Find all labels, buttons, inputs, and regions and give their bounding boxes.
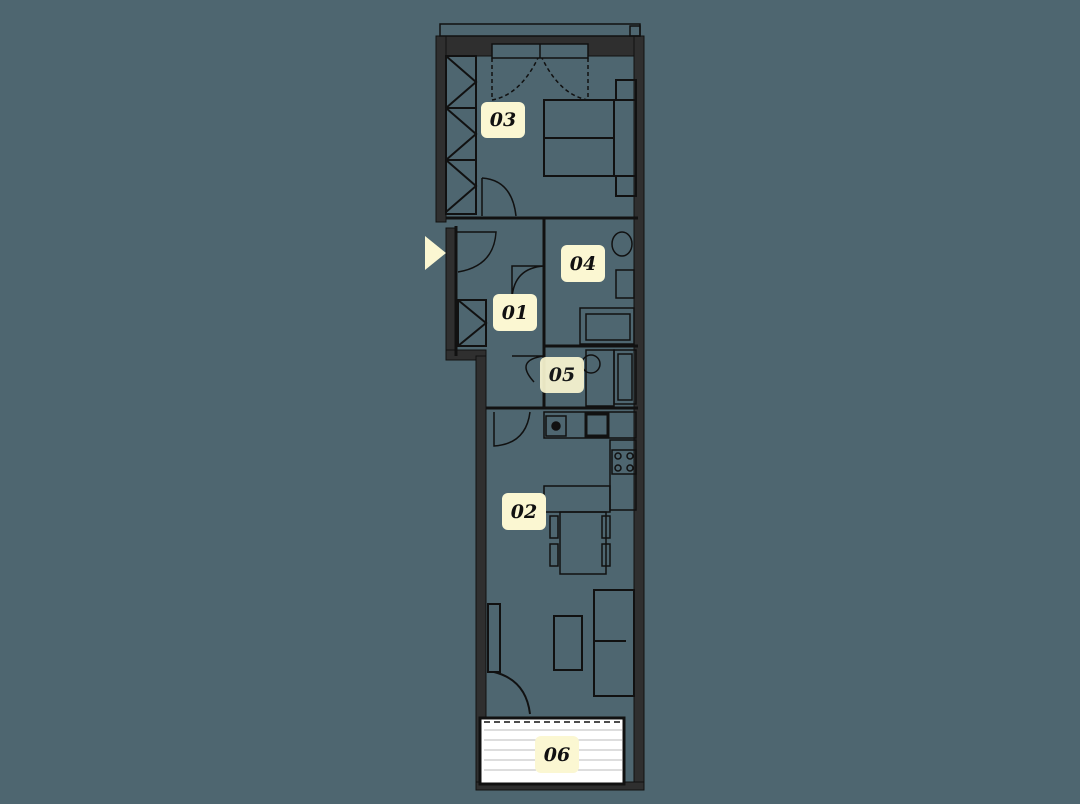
room-label-05: 05 [540, 357, 584, 393]
room-label-01: 01 [493, 294, 537, 331]
room-label-03: 03 [481, 102, 525, 138]
entrance-arrow-icon [425, 236, 446, 270]
room-label-06: 06 [535, 736, 579, 773]
room-label-02: 02 [502, 493, 546, 530]
outer-walls [435, 35, 645, 791]
interior-walls [446, 216, 638, 410]
room-label-04: 04 [561, 245, 605, 282]
